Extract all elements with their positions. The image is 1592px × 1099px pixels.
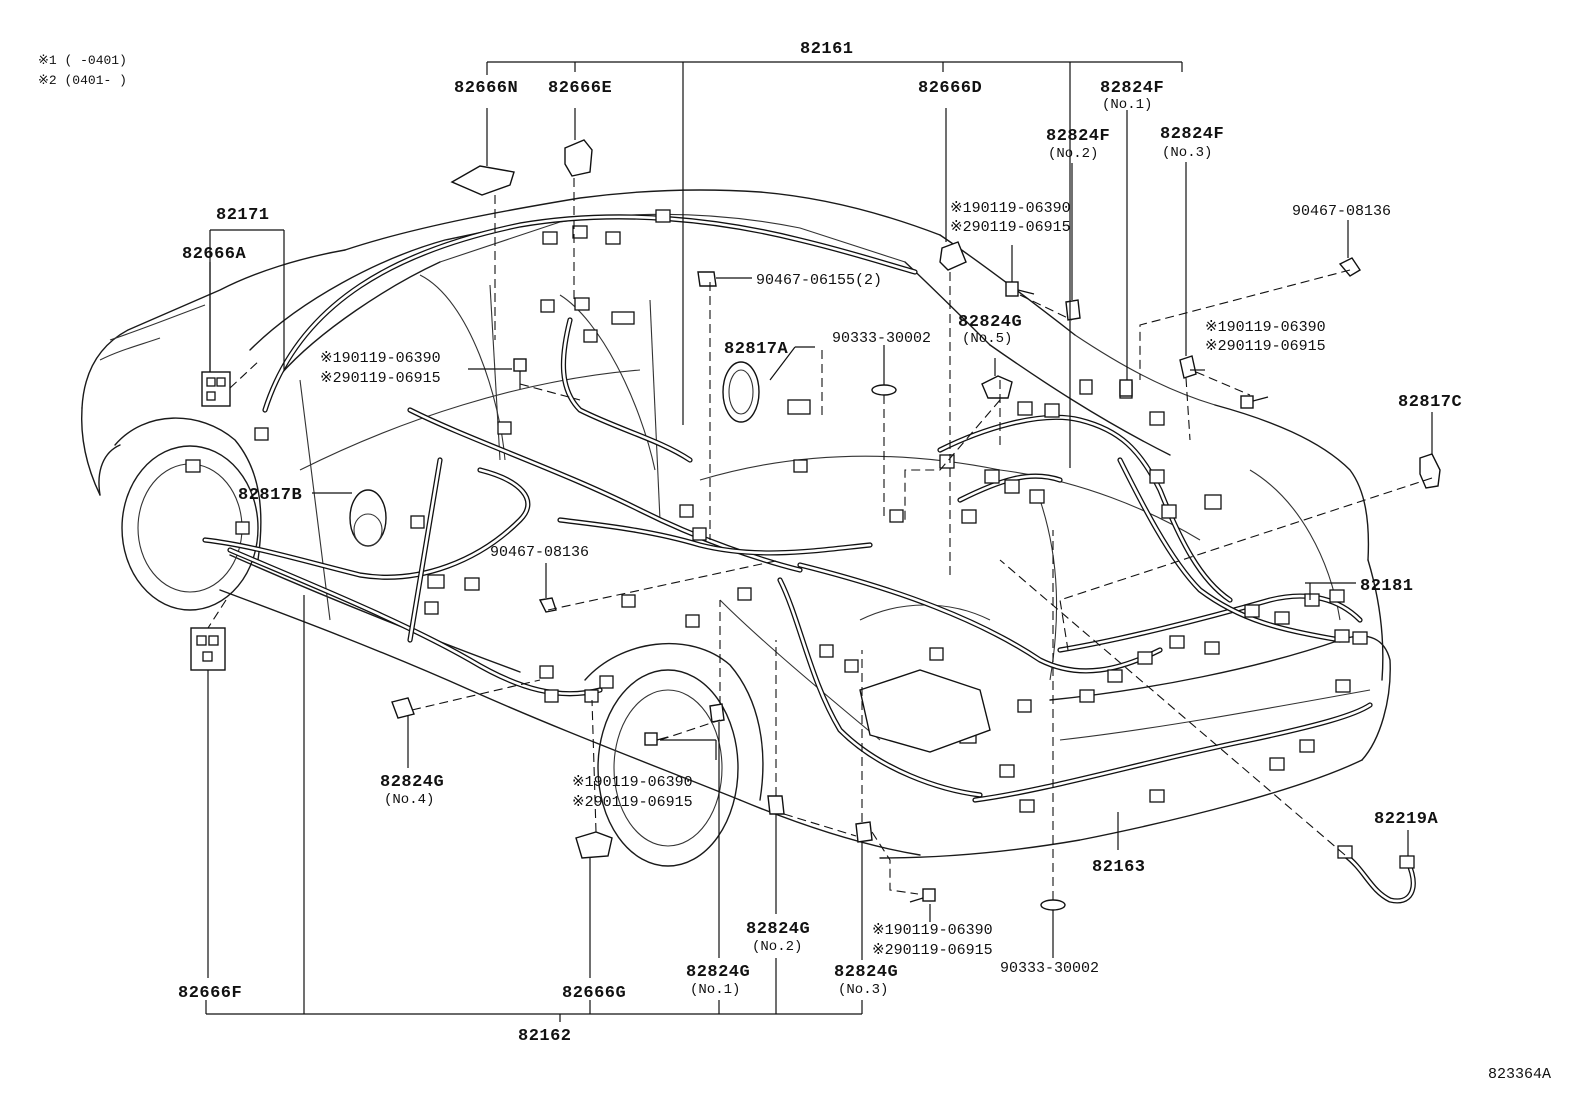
label-90467-08136-top: 90467-08136: [1292, 203, 1391, 220]
clip-82824g-no2: [767, 795, 785, 815]
label-bolt-top-1: ※190119-06390: [950, 200, 1071, 217]
label-82824g-no2-sub: (No.2): [752, 939, 802, 955]
label-82181: 82181: [1360, 577, 1414, 596]
figure-id: 823364A: [1488, 1066, 1551, 1083]
label-82666g: 82666G: [562, 984, 626, 1003]
label-bolt-top-2: ※290119-06915: [950, 219, 1071, 236]
label-82824g-no1: 82824G: [686, 963, 750, 982]
label-82666e: 82666E: [548, 79, 612, 98]
block-82666a: [201, 371, 231, 407]
label-82666f: 82666F: [178, 984, 242, 1003]
label-82824g-no4-sub: (No.4): [384, 792, 434, 808]
label-82824g-no3-sub: (No.3): [838, 982, 888, 998]
leader-lines: [205, 61, 1433, 1022]
label-82162: 82162: [518, 1027, 572, 1046]
plug-90333-30002-top: [871, 384, 897, 396]
clip-82824g-no4: [391, 697, 415, 719]
clip-82666d: [939, 241, 967, 271]
label-82824g-no1-sub: (No.1): [690, 982, 740, 998]
block-82666f: [190, 627, 226, 671]
harness-connectors: [185, 209, 1368, 813]
label-bolt-left-2: ※290119-06915: [320, 370, 441, 387]
label-82666a: 82666A: [182, 245, 247, 264]
label-82817c: 82817C: [1398, 393, 1462, 412]
label-82666d: 82666D: [918, 79, 982, 98]
bolt-right: [1240, 395, 1269, 409]
bolt-left: [513, 358, 527, 389]
part-illustrations: [190, 139, 1441, 911]
label-82824f-no3-sub: (No.3): [1162, 145, 1212, 161]
clamp-82666g: [575, 831, 613, 859]
part-number-labels: ※1 ( -0401) ※2 (0401- ) 82161 82666N 826…: [38, 40, 1551, 1083]
label-82824g-no5-sub: (No.5): [962, 331, 1012, 347]
clip-82824g-no3: [855, 821, 873, 843]
clip-82824f-no1: [1119, 379, 1133, 397]
label-82219a: 82219A: [1374, 810, 1439, 829]
label-82163: 82163: [1092, 858, 1146, 877]
legend-note-1: ※1 ( -0401): [38, 53, 127, 68]
label-90467-08136-mid: 90467-08136: [490, 544, 589, 561]
clip-90467-06155: [697, 271, 717, 287]
clip-82824g-no5: [981, 375, 1013, 399]
legend-note-2: ※2 (0401- ): [38, 73, 127, 88]
clip-82824f-no2: [1065, 299, 1081, 321]
label-82824f-no2-sub: (No.2): [1048, 146, 1098, 162]
clamp-82666e: [564, 139, 593, 177]
label-bolt-left-1: ※190119-06390: [320, 350, 441, 367]
label-82666n: 82666N: [454, 79, 518, 98]
label-82824g-no4: 82824G: [380, 773, 444, 792]
clamp-82817c: [1419, 453, 1441, 489]
grommet-82817a: [722, 361, 760, 423]
label-90333-30002-bot: 90333-30002: [1000, 960, 1099, 977]
label-bolt-mid-1: ※190119-06390: [572, 774, 693, 791]
label-82171: 82171: [216, 206, 270, 225]
protector-82666n: [450, 165, 515, 196]
plug-90333-30002-bot: [1040, 899, 1066, 911]
clip-82824f-no3: [1179, 355, 1197, 379]
bolt-mid: [644, 732, 669, 746]
label-bolt-right-1: ※190119-06390: [1205, 319, 1326, 336]
label-82824f-no3: 82824F: [1160, 125, 1224, 144]
label-bolt-mid-2: ※290119-06915: [572, 794, 693, 811]
label-82817a: 82817A: [724, 340, 789, 359]
label-82824f-no1-sub: (No.1): [1102, 97, 1152, 113]
label-82817b: 82817B: [238, 486, 302, 505]
clip-90467-08136-mid: [538, 597, 557, 613]
dashed-leaders: [207, 178, 1433, 900]
car-body-outline: [80, 189, 1391, 867]
label-bolt-bottom-1: ※190119-06390: [872, 922, 993, 939]
label-82824g-no3: 82824G: [834, 963, 898, 982]
label-82824g-no2: 82824G: [746, 920, 810, 939]
label-90333-30002-top: 90333-30002: [832, 330, 931, 347]
label-82824g-no5: 82824G: [958, 313, 1022, 332]
label-bolt-bottom-2: ※290119-06915: [872, 942, 993, 959]
label-82824f-no1: 82824F: [1100, 79, 1164, 98]
label-82161: 82161: [800, 40, 854, 59]
wire-harnesses: [202, 214, 1416, 904]
bolt-top: [1005, 281, 1035, 297]
junction-block: [859, 669, 991, 753]
label-90467-06155: 90467-06155(2): [756, 272, 882, 289]
clip-82824g-no1: [709, 703, 725, 723]
clip-90467-08136-top: [1338, 257, 1361, 277]
bolt-bottom: [909, 888, 936, 903]
label-82824f-no2: 82824F: [1046, 127, 1110, 146]
label-bolt-right-2: ※290119-06915: [1205, 338, 1326, 355]
